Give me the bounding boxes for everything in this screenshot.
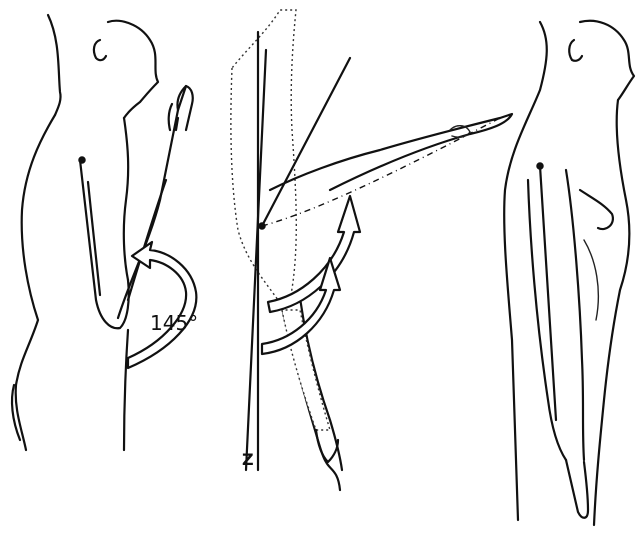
right-front-outline bbox=[594, 100, 629, 525]
left-figure-elbow-flexion: 145° bbox=[12, 15, 198, 450]
left-face-outline bbox=[108, 21, 158, 118]
middle-torso-band bbox=[231, 10, 296, 300]
middle-raised-arm bbox=[270, 114, 512, 190]
right-chest-curve bbox=[580, 190, 613, 229]
right-body-contour bbox=[584, 240, 598, 320]
right-figure-neutral-arm bbox=[504, 21, 634, 525]
left-forearm-inner bbox=[128, 180, 166, 300]
middle-figure-shoulder-axis: Z bbox=[231, 10, 512, 490]
left-back-outline bbox=[16, 115, 55, 450]
left-front-lower bbox=[124, 330, 128, 450]
right-hand bbox=[566, 460, 588, 518]
right-arm-front bbox=[566, 170, 584, 460]
flexion-angle-label: 145° bbox=[150, 311, 198, 335]
left-ear bbox=[94, 40, 106, 60]
left-head-outline bbox=[48, 15, 61, 115]
flexion-angle-arrow bbox=[128, 242, 196, 368]
right-back-outline bbox=[504, 22, 547, 520]
left-chest-outline bbox=[124, 118, 128, 280]
axis-z-label: Z bbox=[242, 450, 254, 469]
right-arm-back bbox=[528, 180, 566, 460]
right-ear bbox=[569, 40, 582, 61]
middle-arm-axis bbox=[262, 118, 500, 226]
right-face-outline bbox=[580, 21, 634, 100]
middle-shoulder-marker bbox=[259, 223, 265, 229]
right-arm-axis bbox=[540, 166, 556, 420]
